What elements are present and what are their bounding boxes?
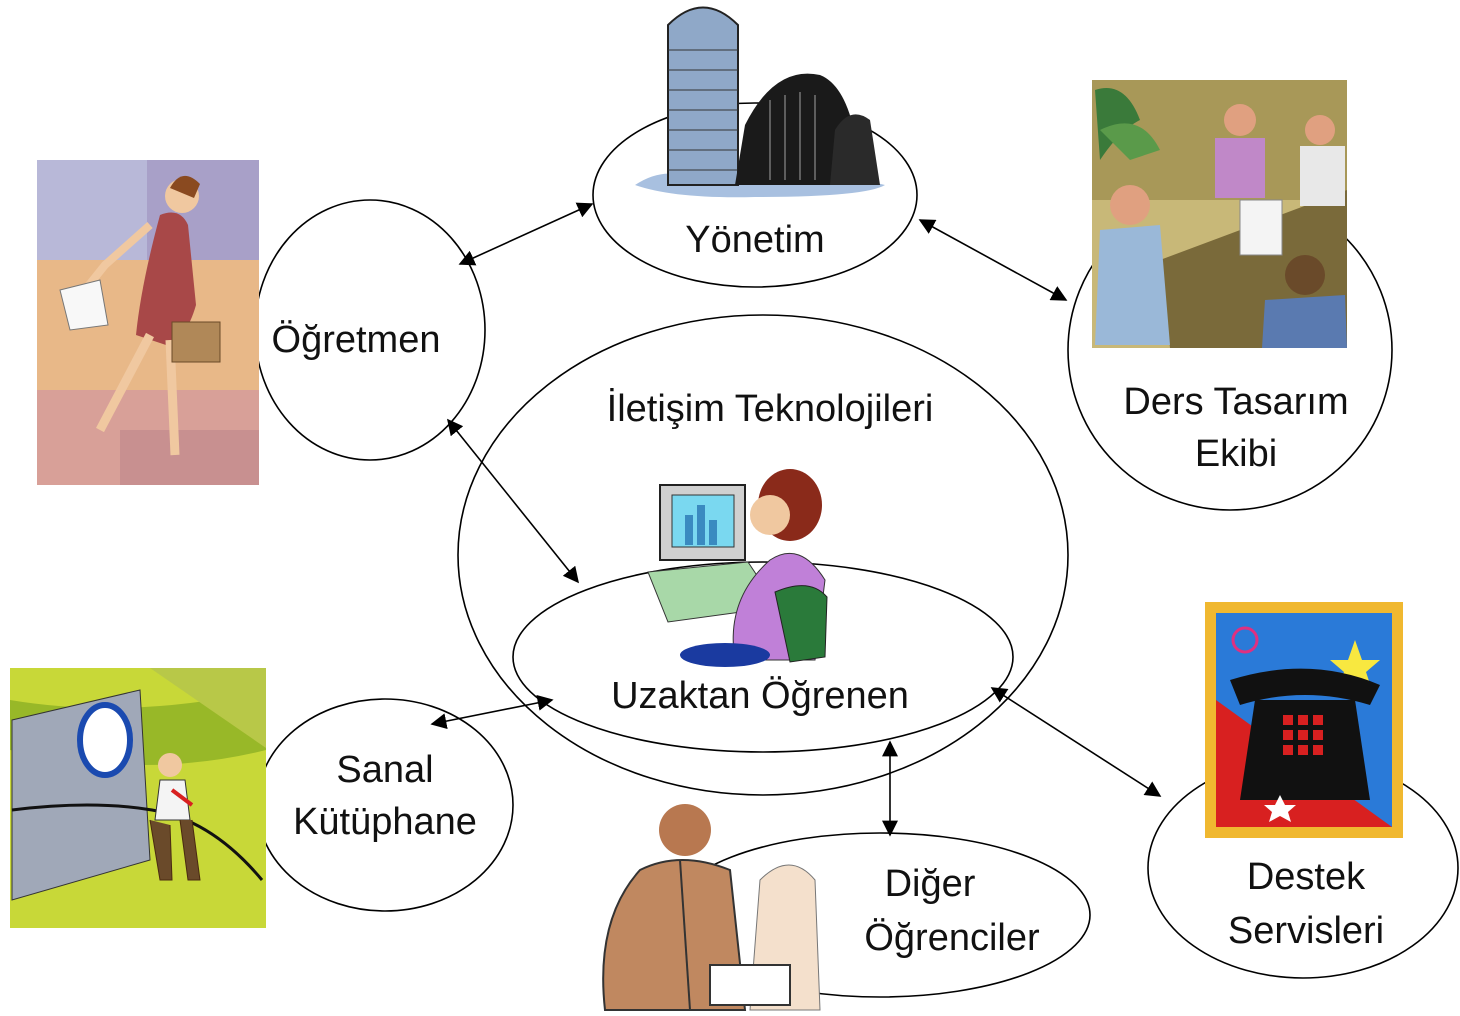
arrow-sanal-uzaktan bbox=[430, 694, 554, 730]
diger-label-line2: Öğrenciler bbox=[864, 917, 1040, 959]
digital-library-clipart bbox=[10, 668, 266, 928]
arrow-ogretmen-uzaktan bbox=[446, 418, 580, 584]
diger-label-line1: Diğer bbox=[885, 863, 976, 905]
sanal-label-line1: Sanal bbox=[336, 749, 433, 791]
destek-label-line1: Destek bbox=[1247, 856, 1366, 898]
destek-label-line2: Servisleri bbox=[1228, 910, 1384, 952]
arrow-uzaktan-destek bbox=[990, 687, 1162, 797]
student-at-computer-clipart bbox=[647, 469, 828, 667]
iletisim-label: İletişim Teknolojileri bbox=[607, 387, 934, 430]
students-clipart bbox=[602, 804, 821, 1011]
meeting-team-clipart bbox=[1092, 80, 1347, 348]
woman-teacher-clipart bbox=[37, 160, 259, 485]
iletisim-ellipse bbox=[457, 314, 1069, 796]
uzaktan-label: Uzaktan Öğrenen bbox=[611, 675, 909, 717]
uzaktan-ellipse bbox=[512, 561, 1014, 753]
yonetim-ellipse bbox=[592, 102, 918, 288]
sanal-label-line2: Kütüphane bbox=[293, 801, 477, 843]
telephone-stamp-clipart bbox=[1205, 602, 1403, 838]
arrow-ogretmen-yonetim bbox=[458, 202, 594, 266]
yonetim-label: Yönetim bbox=[685, 219, 824, 261]
ogretmen-label: Öğretmen bbox=[272, 319, 441, 361]
buildings-clipart bbox=[635, 6, 885, 198]
ders-label-line1: Ders Tasarım bbox=[1123, 381, 1348, 423]
ders-label-line2: Ekibi bbox=[1195, 433, 1277, 475]
arrow-yonetim-ders bbox=[918, 219, 1068, 301]
